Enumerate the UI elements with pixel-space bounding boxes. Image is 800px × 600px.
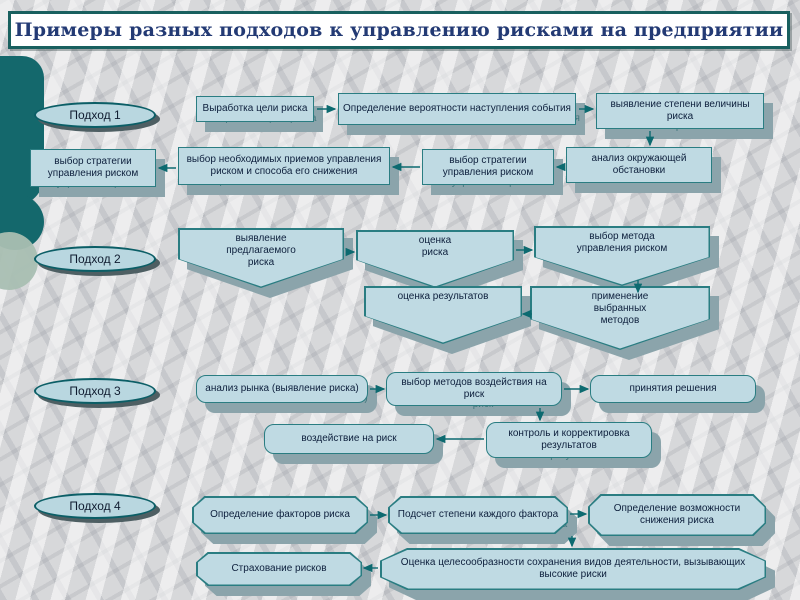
node-text: Страхование рисков (231, 563, 327, 575)
approach-2-label: Подход 2 (34, 246, 160, 276)
a1-node-strategy-mid: выбор стратегии управления риском выбор … (422, 149, 563, 195)
a1-node-magnitude: выявление степени величины риска выявлен… (596, 93, 773, 139)
node-text: выявление степени величины риска (610, 99, 750, 122)
a3-node-decision: принятия решения принятия решения (590, 375, 765, 413)
a4-node-insurance: Страхование рисков Страхование рисков (196, 552, 371, 596)
a4-node-feasibility: Оценка целесообразности сохранения видов… (380, 548, 775, 600)
node-text: оценка результатов (397, 291, 489, 302)
a2-node-evaluate-results: оценка результатов оценка результатов (364, 286, 531, 354)
a2-node-choose-method: выбор метода управления риском выбор мет… (534, 226, 719, 296)
node-text: выбор методов воздействия на риск (401, 377, 547, 400)
a2-node-assess-risk: оценка риска оценка риска (356, 230, 523, 298)
a1-node-techniques: выбор необходимых приемов управления рис… (178, 147, 399, 195)
node-text: выбор стратегии управления риском (47, 156, 139, 179)
approach-3-label: Подход 3 (34, 378, 160, 408)
a3-node-market-analysis: анализ рынка (выявление риска) анализ ры… (196, 375, 377, 413)
a4-node-reduction-possibility: Определение возможности снижения риска О… (588, 494, 775, 546)
a2-node-identify-risk: выявление предлагаемого риска выявление … (178, 228, 353, 298)
node-text: воздействие на риск (301, 433, 397, 445)
node-text: Определение возможности снижения риска (613, 503, 741, 526)
a1-node-environment: анализ окружающей обстановки анализ окру… (566, 147, 721, 193)
node-text: Определение вероятности наступления собы… (343, 103, 571, 115)
node-text: выбор необходимых приемов управления рис… (186, 154, 382, 177)
node-text: Подсчет степени каждого фактора (397, 509, 559, 521)
a4-node-risk-factors: Определение факторов риска Определение ф… (192, 496, 377, 544)
node-text: оценка риска (418, 235, 452, 258)
a2-node-apply-methods: применение выбранных методов применение … (530, 286, 719, 360)
a1-node-probability: Определение вероятности наступления собы… (338, 93, 585, 135)
a4-node-factor-degree: Подсчет степени каждого фактора Подсчет … (388, 496, 577, 544)
node-text: применение выбранных методов (591, 291, 649, 326)
node-text: Выработка цели риска (202, 103, 308, 115)
node-text: анализ окружающей обстановки (591, 153, 687, 176)
a1-node-strategy-left: выбор стратегии управления риском выбор … (30, 149, 165, 197)
node-text: анализ рынка (выявление риска) (205, 383, 359, 395)
node-text: выбор стратегии управления риском (442, 155, 534, 178)
approach-4-label: Подход 4 (34, 493, 160, 523)
node-text: выбор метода управления риском (576, 231, 668, 254)
a3-node-impact-on-risk: воздействие на риск воздействие на риск (264, 424, 443, 464)
node-text: Оценка целесообразности сохранения видов… (400, 557, 746, 580)
approach-4-label-text: Подход 4 (69, 499, 121, 513)
node-text: выявление предлагаемого риска (226, 233, 296, 268)
node-text: контроль и корректировка результатов (508, 428, 630, 451)
approach-2-label-text: Подход 2 (69, 252, 121, 266)
approach-3-label-text: Подход 3 (69, 384, 121, 398)
node-text: принятия решения (629, 383, 717, 395)
slide-title: Примеры разных подходов к управлению рис… (14, 19, 784, 41)
a3-node-impact-methods: выбор методов воздействия на риск выбор … (386, 372, 571, 416)
slide-title-box: Примеры разных подходов к управлению рис… (8, 11, 790, 49)
a1-node-goal: Выработка цели риска Выработка цели риск… (196, 96, 323, 132)
a3-node-control-adjust: контроль и корректировка результатов кон… (486, 422, 661, 468)
approach-1-label: Подход 1 (34, 102, 160, 132)
approach-1-label-text: Подход 1 (69, 108, 121, 122)
node-text: Определение факторов риска (210, 509, 350, 521)
